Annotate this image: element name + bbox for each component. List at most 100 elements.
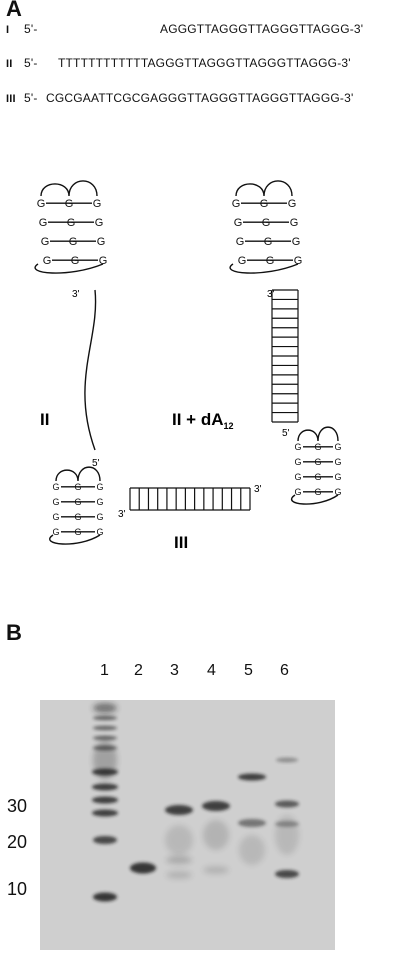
sequence-prefix: 5'- — [24, 91, 38, 105]
g-base-letter: G — [96, 482, 103, 492]
g-base-letter: G — [334, 442, 341, 452]
loop-path — [291, 426, 339, 505]
gel-band — [92, 796, 118, 804]
gel-band — [203, 820, 229, 850]
g-base-letter: G — [334, 472, 341, 482]
marker-label-20: 20 — [7, 832, 28, 852]
gel-band — [238, 819, 266, 827]
gel-band — [202, 801, 230, 811]
sequence-text: AGGGTTAGGGTTAGGGTTAGGG-3' — [160, 22, 364, 36]
gel-band — [93, 740, 117, 780]
g-base-letter: G — [264, 236, 273, 248]
gel-band — [275, 815, 299, 855]
iii-left-three-prime-label: 3' — [118, 509, 126, 520]
g-base-letter: G — [236, 236, 245, 248]
g-base-letter: G — [96, 527, 103, 537]
g-base-letter: G — [41, 236, 50, 248]
lane-label-5: 5 — [244, 662, 253, 679]
g-base-letter: G — [294, 487, 301, 497]
lane-label-4: 4 — [207, 662, 216, 679]
sequence-row-2: II 5'- TTTTTTTTTTTTAGGGTTAGGGTTAGGGTTAGG… — [6, 56, 351, 70]
gel-band — [92, 809, 118, 817]
g-base-letter: G — [52, 512, 59, 522]
g-base-letter: G — [294, 457, 301, 467]
gel-image — [40, 700, 335, 950]
sequence-row-3: III 5'- CGCGAATTCGCGAGGGTTAGGGTTAGGGTTAG… — [6, 91, 353, 105]
gel-band — [93, 715, 117, 721]
g-base-letter: G — [262, 217, 271, 229]
gel-band — [166, 871, 192, 879]
lane-label-3: 3 — [170, 662, 179, 679]
g-base-letter: G — [234, 217, 243, 229]
duplex-ladders — [129, 289, 299, 511]
gel-band — [238, 773, 266, 781]
g-base-letter: G — [260, 198, 269, 210]
sequence-id: I — [6, 24, 10, 36]
marker-label-30: 30 — [7, 796, 28, 816]
gel-band — [239, 835, 265, 865]
g-base-letter: G — [52, 527, 59, 537]
gel-band — [93, 725, 117, 731]
loop-path — [34, 180, 104, 274]
g-base-letter: G — [67, 217, 76, 229]
g-base-letter: G — [334, 457, 341, 467]
g-base-letter: G — [37, 198, 46, 210]
structure-label-iii: III — [174, 533, 188, 552]
ii-da-three-prime-label: 3' — [267, 289, 275, 300]
sequence-text: CGCGAATTCGCGAGGGTTAGGGTTAGGGTTAGGG-3' — [46, 91, 354, 105]
structure-label-ii-da: II + dA12 — [172, 410, 234, 431]
sequence-text: TTTTTTTTTTTTAGGGTTAGGGTTAGGGTTAGGG-3' — [58, 56, 351, 70]
lane-label-1: 1 — [100, 662, 109, 679]
g-base-letter: G — [97, 236, 106, 248]
marker-label-10: 10 — [7, 879, 28, 899]
g-base-letter: G — [71, 255, 80, 267]
gel-band — [165, 825, 193, 855]
lane-labels: 1 2 3 4 5 6 — [0, 662, 400, 686]
gel-band — [130, 862, 156, 874]
g-base-letter: G — [96, 512, 103, 522]
g-base-letter: G — [288, 198, 297, 210]
loop-path — [49, 466, 101, 545]
panel-a-letter: A — [6, 0, 22, 21]
g-base-letter: G — [39, 217, 48, 229]
ii-da-label-text: II + dA — [172, 410, 223, 429]
sequence-id: II — [6, 58, 13, 70]
sequence-row-1: I 5'- AGGGTTAGGGTTAGGGTTAGGG-3' — [6, 22, 363, 36]
g-base-letter: G — [292, 236, 301, 248]
lane-label-6: 6 — [280, 662, 289, 679]
g-base-letter: G — [52, 497, 59, 507]
gel-band — [275, 870, 299, 878]
g-base-letter: G — [294, 442, 301, 452]
g-base-letter: G — [96, 497, 103, 507]
g-base-letter: G — [294, 472, 301, 482]
panel-b-letter: B — [6, 620, 22, 645]
iii-right-three-prime-label: 3' — [254, 484, 262, 495]
sequence-prefix: 5'- — [24, 56, 38, 70]
g-base-letter: G — [290, 217, 299, 229]
g-base-letter: G — [69, 236, 78, 248]
gel-band — [93, 735, 117, 741]
g-base-letter: G — [65, 198, 74, 210]
gel-band — [93, 703, 117, 713]
sequence-prefix: 5'- — [24, 22, 38, 36]
g-base-letter: G — [52, 482, 59, 492]
g-base-letter: G — [93, 198, 102, 210]
gel-band — [92, 783, 118, 791]
gel-band — [93, 892, 117, 902]
ii-da-subscript: 12 — [223, 421, 233, 431]
gel-band — [276, 757, 298, 763]
gel-band — [165, 805, 193, 815]
g-base-letter: G — [95, 217, 104, 229]
g-base-letter: G — [238, 255, 247, 267]
gel-band — [203, 866, 229, 874]
ii-five-prime-label: 5' — [92, 458, 100, 469]
g-base-letter: G — [99, 255, 108, 267]
gel-band — [275, 800, 299, 808]
sequence-id: III — [6, 93, 16, 105]
loop-path — [229, 180, 299, 274]
gel-band — [166, 856, 192, 864]
ii-single-strand-tail — [84, 289, 97, 451]
g-base-letter: G — [266, 255, 275, 267]
